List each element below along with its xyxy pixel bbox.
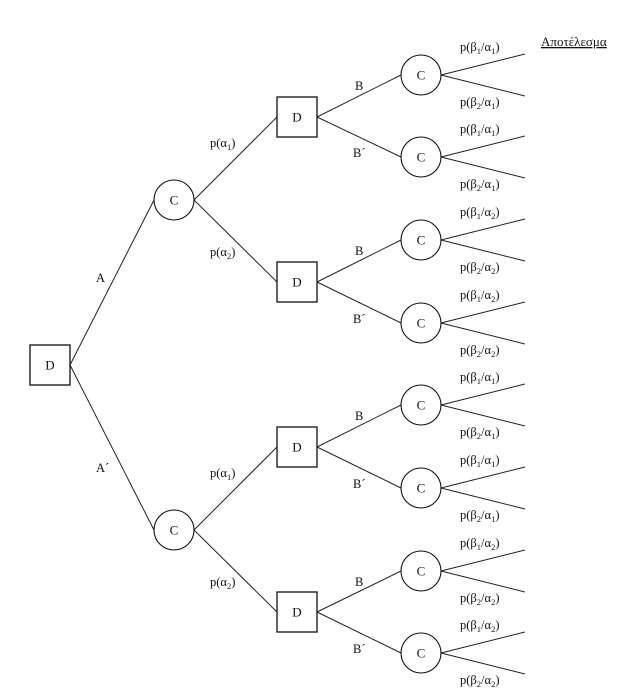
edge-decision-to-chance-8 [316,611,402,654]
leaf-edge-8-2 [440,652,526,675]
leaf-edge-4-2 [440,322,526,345]
decision-node-3 [276,426,318,468]
edge-decision-to-chance-5 [316,404,402,448]
leaf-edge-1-2 [440,74,526,97]
edge-decision-to-chance-4 [316,281,402,324]
chance-node-1-label: C [170,193,179,208]
leaf-edge-5-2 [440,404,526,427]
leaf-edge-3-2 [440,239,526,262]
edge-decision-to-chance-1 [316,74,402,118]
outcome-chance-node-7 [400,550,442,592]
probability-label-beta-8-2: p(β2/α2) [460,673,499,689]
edge-chance-to-decision-3 [193,446,278,531]
outcome-chance-node-1-label: C [417,68,426,83]
leaf-edge-2-2 [440,156,526,179]
outcome-chance-node-2-label: C [417,150,426,165]
branch-label-b-prime-6: B´ [353,477,366,491]
chance-node-1 [153,179,195,221]
probability-label-beta-1-1: p(β1/α1) [460,40,499,56]
decision-node-2 [276,261,318,303]
decision-node-1-label: D [292,110,301,125]
edge-decision-to-chance-6 [316,446,402,489]
probability-label-beta-1-2: p(β2/α1) [460,95,499,111]
chance-node-2-label: C [170,523,179,538]
decision-node-4 [276,591,318,633]
probability-label-alpha-3: p(α1) [210,466,235,482]
decision-node-2-label: D [292,275,301,290]
leaf-edge-3-1 [440,218,526,241]
leaf-edge-7-2 [440,570,526,593]
leaf-edge-2-1 [440,135,526,158]
root-decision-node [29,344,71,386]
outcome-chance-node-8 [400,632,442,674]
leaf-edge-1-1 [440,53,526,76]
probability-label-beta-4-1: p(β1/α2) [460,288,499,304]
branch-label-b-3: B [355,244,363,258]
edge-chance-to-decision-4 [193,529,278,613]
chance-node-2 [153,509,195,551]
outcome-chance-node-7-label: C [417,564,426,579]
leaf-edge-4-1 [440,301,526,324]
edge-decision-to-chance-2 [316,116,402,158]
probability-label-beta-2-2: p(β2/α1) [460,177,499,193]
probability-label-alpha-2: p(α2) [210,245,235,261]
branch-label-b-prime-8: B´ [353,642,366,656]
probability-label-beta-7-1: p(β1/α2) [460,536,499,552]
probability-label-beta-6-1: p(β1/α1) [460,453,499,469]
branch-label-a: A [96,271,105,285]
decision-node-1 [276,96,318,138]
outcome-chance-node-3-label: C [417,233,426,248]
leaf-edge-8-1 [440,631,526,654]
probability-label-beta-4-2: p(β2/α2) [460,343,499,359]
edge-chance-to-decision-1 [193,116,278,201]
edges-layer [69,53,526,675]
edge-root-to-chance-1 [69,199,155,366]
decision-node-3-label: D [292,440,301,455]
root-decision-node-label: D [45,358,54,373]
outcome-chance-node-5 [400,384,442,426]
nodes-layer: D C D C C D C C C D C C D C C [29,54,442,674]
probability-label-alpha-4: p(α2) [210,575,235,591]
outcome-chance-node-4-label: C [417,316,426,331]
edge-decision-to-chance-3 [316,239,402,283]
labels-layer: Ap(α1) Bp(β1/α1) p(β2/α1) B´ p(β1/α1) p(β2/α1… [96,40,499,689]
outcome-chance-node-3 [400,219,442,261]
branch-label-b-1: B [355,79,363,93]
probability-label-beta-2-1: p(β1/α1) [460,122,499,138]
branch-label-b-prime-4: B´ [353,312,366,326]
leaf-edge-6-1 [440,466,526,489]
leaf-edge-6-2 [440,487,526,510]
outcome-chance-node-4 [400,302,442,344]
probability-label-beta-3-1: p(β1/α2) [460,205,499,221]
outcome-chance-node-6 [400,467,442,509]
probability-label-beta-8-1: p(β1/α2) [460,618,499,634]
outcome-chance-node-1 [400,54,442,96]
outcome-chance-node-6-label: C [417,481,426,496]
leaf-edge-5-1 [440,383,526,406]
edge-decision-to-chance-7 [316,570,402,613]
probability-label-alpha-1: p(α1) [210,136,235,152]
outcome-column-title: Αποτέλεσμα [541,34,607,49]
outcome-chance-node-2 [400,136,442,178]
probability-label-beta-7-2: p(β2/α2) [460,591,499,607]
edge-root-to-chance-2 [69,364,155,531]
branch-label-b-prime-2: B´ [353,146,366,160]
branch-label-b-5: B [355,409,363,423]
outcome-chance-node-8-label: C [417,646,426,661]
probability-label-beta-5-1: p(β1/α1) [460,370,499,386]
decision-node-4-label: D [292,605,301,620]
branch-label-a-prime: A´ [96,461,109,475]
probability-label-beta-3-2: p(β2/α2) [460,260,499,276]
leaf-edge-7-1 [440,549,526,572]
outcome-chance-node-5-label: C [417,398,426,413]
probability-label-beta-5-2: p(β2/α1) [460,425,499,441]
edge-chance-to-decision-2 [193,199,278,283]
branch-label-b-7: B [355,575,363,589]
probability-label-beta-6-2: p(β2/α1) [460,508,499,524]
